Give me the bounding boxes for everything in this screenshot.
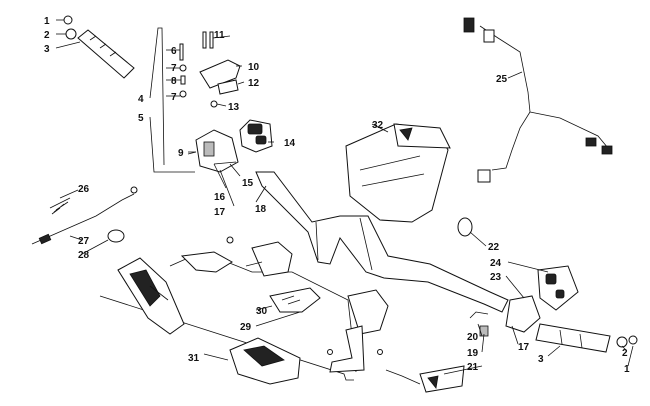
callout-22: 22 — [488, 242, 500, 253]
left-grip — [63, 15, 135, 79]
callout-25: 25 — [496, 74, 508, 85]
callout-labels: 1 2 3 4 5 6 7 8 7 9 10 11 12 13 14 15 16… — [44, 16, 630, 375]
hardware-kit — [269, 287, 321, 313]
callout-24: 24 — [490, 258, 502, 269]
bracket-4 — [149, 27, 165, 166]
callout-1: 1 — [44, 16, 50, 27]
handguard-right — [229, 337, 301, 385]
callout-7a: 7 — [171, 63, 177, 74]
mount-bracket — [199, 59, 241, 108]
callout-16: 16 — [214, 192, 226, 203]
callout-2: 2 — [44, 30, 50, 41]
callout-15: 15 — [242, 178, 254, 189]
leader-lines — [55, 19, 634, 375]
callout-3: 3 — [44, 44, 50, 55]
right-grip — [535, 323, 638, 353]
callout-19: 19 — [467, 348, 479, 359]
left-small-hardware — [179, 43, 187, 98]
callout-5: 5 — [138, 113, 144, 124]
callout-11: 11 — [214, 30, 225, 41]
callout-23: 23 — [490, 272, 502, 283]
callout-18: 18 — [255, 204, 267, 215]
callout-10: 10 — [248, 62, 260, 73]
callout-27: 27 — [78, 236, 90, 247]
bracket-31 — [99, 295, 354, 381]
callout-8: 8 — [171, 76, 177, 87]
throttle-cable — [31, 186, 138, 245]
callout-7b: 7 — [171, 92, 177, 103]
pin-pair — [202, 31, 214, 49]
callout-9: 9 — [178, 148, 184, 159]
throttle-assembly — [187, 129, 239, 173]
callout-4: 4 — [138, 94, 144, 105]
callout-3b: 3 — [538, 354, 544, 365]
handlebar — [255, 171, 509, 313]
callout-21: 21 — [467, 362, 479, 373]
callout-28: 28 — [78, 250, 90, 261]
handguard-mount-left — [180, 236, 293, 277]
callout-12: 12 — [248, 78, 260, 89]
handlebar-pad — [345, 123, 451, 223]
heated-connector — [385, 365, 465, 393]
wiring-harness — [463, 17, 613, 183]
callout-31: 31 — [188, 353, 200, 364]
callout-32: 32 — [372, 120, 384, 131]
right-controls — [457, 217, 579, 337]
callout-17a: 17 — [214, 207, 226, 218]
switch-housing-left — [239, 119, 273, 153]
callout-6: 6 — [171, 46, 177, 57]
handguard-left — [117, 257, 185, 335]
callout-17b: 17 — [518, 342, 530, 353]
callout-14: 14 — [284, 138, 296, 149]
callout-26: 26 — [78, 184, 90, 195]
callout-2b: 2 — [622, 348, 628, 359]
handguard-mount-right — [327, 289, 389, 373]
callout-29: 29 — [240, 322, 252, 333]
callout-1b: 1 — [624, 364, 630, 375]
callout-13: 13 — [228, 102, 240, 113]
callout-20: 20 — [467, 332, 479, 343]
callout-30: 30 — [256, 306, 268, 317]
bracket-5 — [149, 116, 195, 173]
